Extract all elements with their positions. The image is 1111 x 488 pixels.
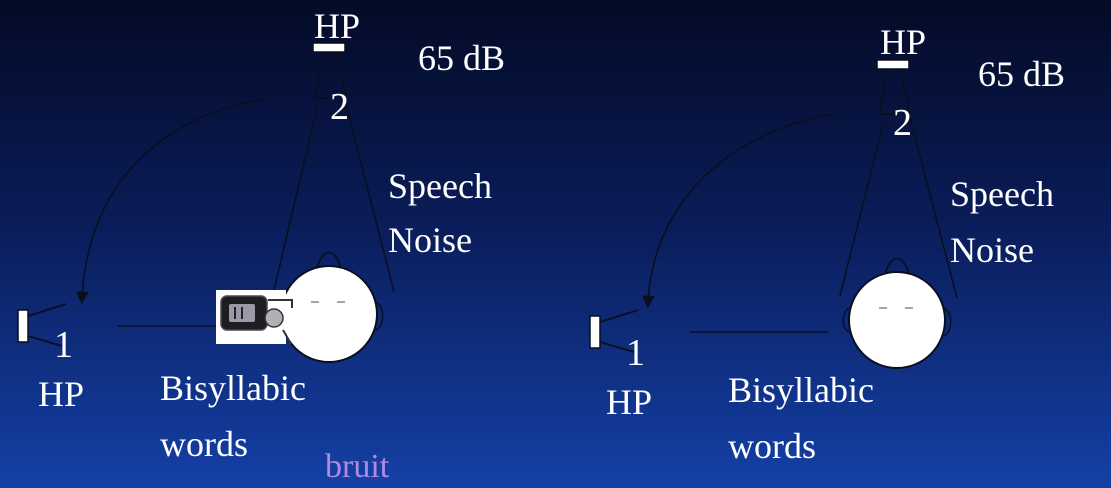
left-top-speaker-label: HP bbox=[314, 6, 361, 46]
left-level-label: 65 dB bbox=[418, 38, 506, 78]
hearing-aid-device-icon bbox=[216, 290, 293, 345]
right-signal-label-speech: Speech bbox=[950, 174, 1054, 214]
right-level-label: 65 dB bbox=[978, 54, 1066, 94]
left-stimulus-label-words: words bbox=[160, 424, 248, 464]
left-top-speaker-number: 2 bbox=[330, 86, 349, 128]
left-side-speaker-label: HP bbox=[38, 374, 85, 414]
left-sound-lines bbox=[118, 99, 395, 327]
right-signal-label-noise: Noise bbox=[950, 230, 1034, 270]
right-curved-arrow bbox=[641, 113, 836, 309]
right-side-speaker-label: HP bbox=[606, 382, 653, 422]
right-stimulus-label-words: words bbox=[728, 426, 816, 466]
left-head-icon bbox=[274, 251, 384, 363]
left-stimulus-label-bisyllabic: Bisyllabic bbox=[160, 368, 306, 408]
right-top-speaker-number: 2 bbox=[893, 102, 912, 144]
left-signal-label-noise: Noise bbox=[388, 220, 472, 260]
right-head-icon bbox=[842, 257, 952, 369]
right-stimulus-label-bisyllabic: Bisyllabic bbox=[728, 370, 874, 410]
left-side-speaker-number: 1 bbox=[54, 324, 73, 366]
right-side-speaker-number: 1 bbox=[626, 332, 645, 374]
noise-caption: bruit bbox=[325, 448, 390, 485]
right-top-speaker-label: HP bbox=[880, 22, 927, 62]
right-sound-lines bbox=[690, 117, 958, 333]
left-signal-label-speech: Speech bbox=[388, 166, 492, 206]
left-curved-arrow bbox=[75, 97, 269, 305]
